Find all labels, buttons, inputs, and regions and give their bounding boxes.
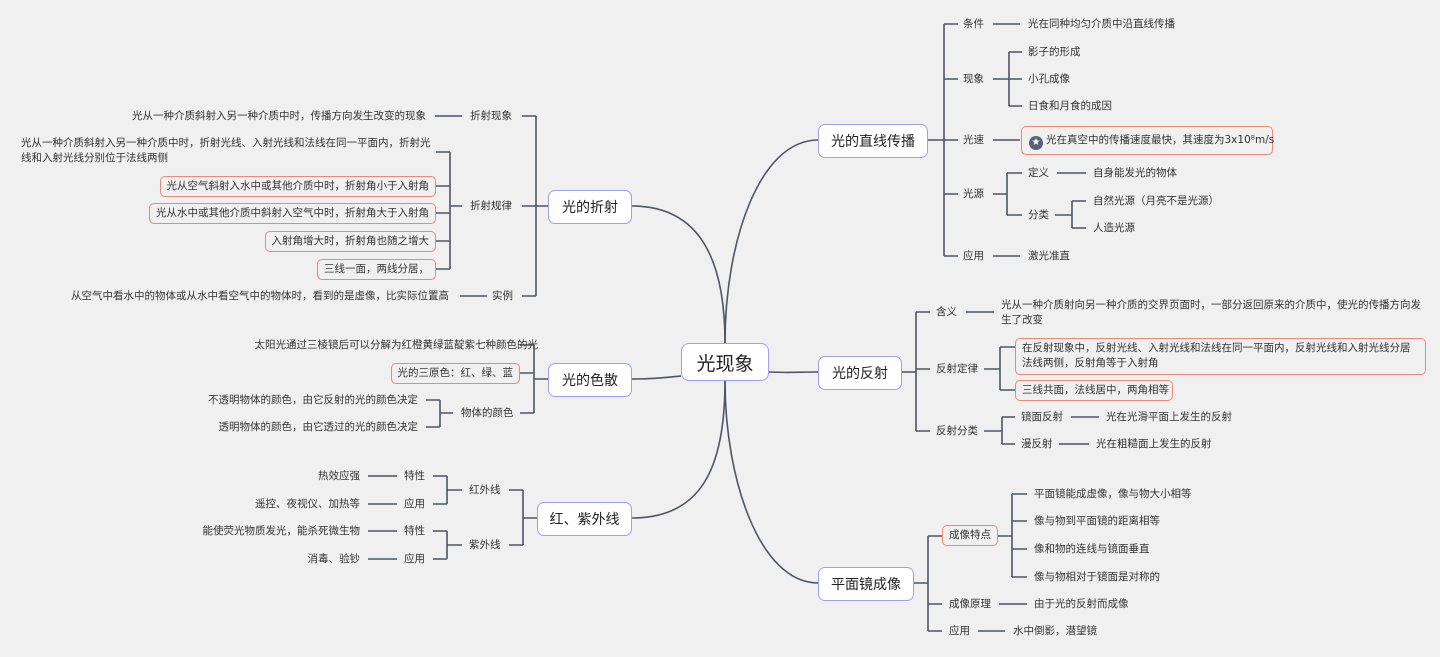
topic-refraction[interactable]: 光的折射 (548, 190, 632, 224)
leaf-application-text[interactable]: 激光准直 (1028, 250, 1070, 262)
topic-label: 光的直线传播 (831, 134, 915, 150)
subtopic-example[interactable]: 实例 (492, 290, 513, 302)
leaf-imaging-feature[interactable]: 像与物相对于镜面是对称的 (1034, 571, 1160, 583)
subtopic-phenomenon[interactable]: 现象 (963, 73, 984, 85)
subtopic-infrared[interactable]: 红外线 (469, 484, 501, 496)
topic-label: 光的色散 (562, 373, 618, 389)
leaf-primary-colors-highlight[interactable]: 光的三原色：红、绿、蓝 (390, 363, 520, 384)
subtopic-reflection-law[interactable]: 反射定律 (936, 363, 978, 375)
topic-straight-propagation[interactable]: 光的直线传播 (818, 124, 928, 158)
topic-label: 光的折射 (562, 200, 618, 216)
subtopic-mirror-reflection[interactable]: 镜面反射 (1021, 411, 1063, 423)
topic-plane-mirror[interactable]: 平面镜成像 (818, 567, 914, 601)
topic-dispersion[interactable]: 光的色散 (548, 363, 632, 397)
subtopic-ultraviolet[interactable]: 紫外线 (469, 539, 501, 551)
leaf-refraction-law-highlight[interactable]: 入射角增大时，折射角也随之增大 (264, 231, 436, 252)
leaf-ultraviolet-application-text[interactable]: 消毒、验钞 (307, 553, 361, 565)
leaf-imaging-feature[interactable]: 像与物到平面镜的距离相等 (1034, 515, 1160, 527)
subtopic-ultraviolet-property[interactable]: 特性 (404, 525, 425, 537)
topic-infrared-ultraviolet[interactable]: 红、紫外线 (537, 502, 632, 536)
subtopic-classification[interactable]: 分类 (1028, 209, 1049, 221)
subtopic-refraction-law[interactable]: 折射规律 (470, 200, 512, 212)
subtopic-condition[interactable]: 条件 (963, 18, 984, 30)
leaf-phenomenon[interactable]: 日食和月食的成因 (1028, 100, 1112, 112)
leaf-classification[interactable]: 人造光源 (1093, 222, 1135, 234)
leaf-refraction-law-highlight[interactable]: 光从空气斜射入水中或其他介质中时，折射角小于入射角 (159, 176, 436, 197)
leaf-dispersion[interactable]: 太阳光通过三棱镜后可以分解为红橙黄绿蓝靛紫七种颜色的光 (254, 339, 539, 351)
leaf-refraction-law-highlight[interactable]: 三线一面，两线分居， (317, 259, 436, 280)
subtopic-ultraviolet-application[interactable]: 应用 (404, 553, 425, 565)
subtopic-reflection-types[interactable]: 反射分类 (936, 425, 978, 437)
leaf-example-text[interactable]: 从空气中看水中的物体或从水中看空气中的物体时，看到的是虚像，比实际位置高 (71, 290, 449, 302)
subtopic-infrared-property[interactable]: 特性 (404, 470, 425, 482)
leaf-imaging-feature[interactable]: 平面镜能成虚像，像与物大小相等 (1034, 488, 1192, 500)
leaf-mirror-application-text[interactable]: 水中倒影，潜望镜 (1013, 625, 1097, 637)
leaf-classification[interactable]: 自然光源（月亮不是光源） (1093, 195, 1219, 207)
topic-reflection[interactable]: 光的反射 (818, 356, 902, 390)
subtopic-imaging-principle[interactable]: 成像原理 (949, 598, 991, 610)
leaf-infrared-application-text[interactable]: 遥控、夜视仪、加热等 (255, 498, 360, 510)
subtopic-meaning[interactable]: 含义 (936, 306, 957, 318)
subtopic-definition[interactable]: 定义 (1028, 167, 1049, 179)
subtopic-object-color[interactable]: 物体的颜色 (461, 407, 514, 419)
topic-label: 光的反射 (832, 366, 888, 382)
leaf-definition-text[interactable]: 自身能发光的物体 (1093, 167, 1177, 179)
root-node[interactable]: 光现象 (681, 343, 769, 381)
leaf-imaging-principle-text[interactable]: 由于光的反射而成像 (1034, 598, 1129, 610)
leaf-refraction-law[interactable]: 光从一种介质斜射入另一种介质中时，折射光线、入射光线和法线在同一平面内，折射光线… (21, 137, 431, 164)
subtopic-application[interactable]: 应用 (963, 250, 984, 262)
leaf-imaging-feature[interactable]: 像和物的连线与镜面垂直 (1034, 543, 1150, 555)
subtopic-mirror-application[interactable]: 应用 (949, 625, 970, 637)
leaf-diffuse-reflection-text[interactable]: 光在粗糙面上发生的反射 (1096, 438, 1212, 450)
leaf-infrared-property-text[interactable]: 热效应强 (318, 470, 360, 482)
topic-label: 平面镜成像 (831, 577, 901, 593)
topic-label: 红、紫外线 (549, 512, 620, 528)
leaf-object-color[interactable]: 不透明物体的颜色，由它反射的光的颜色决定 (208, 394, 418, 406)
subtopic-light-speed[interactable]: 光速 (963, 134, 984, 146)
leaf-ultraviolet-property-text[interactable]: 能使荧光物质发光，能杀死微生物 (202, 525, 361, 537)
subtopic-light-source[interactable]: 光源 (963, 188, 984, 200)
leaf-refraction-law-highlight[interactable]: 光从水中或其他介质中斜射入空气中时，折射角大于入射角 (149, 203, 436, 224)
leaf-reflection-law-highlight[interactable]: 三线共面，法线居中，两角相等 (1015, 380, 1173, 401)
leaf-mirror-reflection-text[interactable]: 光在光滑平面上发生的反射 (1106, 411, 1232, 423)
leaf-refraction-phenomenon-text[interactable]: 光从一种介质斜射入另一种介质中时，传播方向发生改变的现象 (132, 110, 426, 122)
leaf-condition-text[interactable]: 光在同种均匀介质中沿直线传播 (1028, 18, 1175, 30)
leaf-light-speed-highlight[interactable]: ★光在真空中的传播速度最快，其速度为3x10⁸m/s (1021, 126, 1275, 155)
subtopic-infrared-application[interactable]: 应用 (404, 498, 425, 510)
root-label: 光现象 (696, 352, 754, 375)
subtopic-imaging-features[interactable]: 成像特点 (942, 525, 998, 546)
leaf-phenomenon[interactable]: 影子的形成 (1028, 46, 1081, 58)
leaf-reflection-law-highlight[interactable]: 在反射现象中，反射光线、入射光线和法线在同一平面内，反射光线和入射光线分居法线两… (1015, 338, 1426, 375)
leaf-light-speed-text: 光在真空中的传播速度最快，其速度为3x10⁸m/s (1046, 134, 1275, 146)
subtopic-diffuse-reflection[interactable]: 漫反射 (1021, 438, 1053, 450)
subtopic-refraction-phenomenon[interactable]: 折射现象 (470, 110, 512, 122)
leaf-phenomenon[interactable]: 小孔成像 (1028, 73, 1070, 85)
leaf-meaning-text[interactable]: 光从一种介质射向另一种介质的交界页面时，一部分返回原来的介质中，使光的传播方向发… (1001, 299, 1421, 326)
star-icon: ★ (1029, 136, 1043, 150)
leaf-object-color[interactable]: 透明物体的颜色，由它透过的光的颜色决定 (218, 421, 419, 433)
